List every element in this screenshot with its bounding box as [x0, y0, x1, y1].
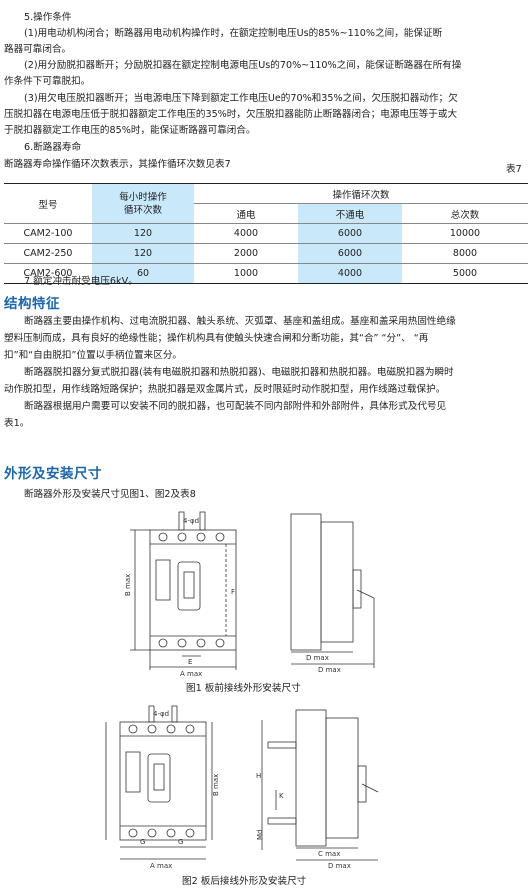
structure-para3-line2: 表1。 [4, 418, 30, 429]
header-per-hour-line2: 循环次数 [123, 204, 162, 216]
cell-per-hour: 60 [92, 263, 194, 284]
dimensions-intro: 断路器外形及安装尺寸见图1、图2及表8 [24, 489, 196, 500]
header-model: 型号 [4, 183, 92, 224]
fig1-label-holes: 4-φd [183, 517, 199, 525]
section7-text: 7.额定冲击耐受电压6kV。 [24, 276, 138, 287]
table7: 型号 每小时操作 循环次数 操作循环次数 通电 不通电 总次数 CAM2-100… [4, 183, 528, 284]
cell-per-hour: 120 [92, 243, 194, 264]
header-per-hour: 每小时操作 循环次数 [92, 183, 194, 224]
cell-deenergized: 4000 [298, 263, 402, 284]
table-row: CAM2-100 120 4000 6000 10000 [4, 223, 528, 244]
structure-para2-line1: 断路器脱扣器分复式脱扣器(装有电磁脱扣器和热脱扣器)、电磁脱扣器和热脱扣器。电磁… [24, 367, 454, 378]
structure-para1-line1: 断路器主要由操作机构、过电流脱扣器、触头系统、灭弧罩、基座和盖组成。基座和盖采用… [24, 316, 456, 327]
section5-item3-line3: 于脱扣器额定工作电压的85%时，能保证断路器可靠闭合。 [4, 125, 256, 136]
table-row: CAM2-600 60 1000 4000 5000 [4, 263, 528, 284]
fig2-label-g2: G [178, 838, 183, 846]
header-energized: 通电 [194, 203, 298, 224]
header-per-hour-line1: 每小时操作 [119, 191, 167, 203]
fig2-label-c-max: C max [318, 850, 340, 858]
cell-model: CAM2-250 [4, 243, 92, 264]
fig1-label-b-max: B max [124, 574, 132, 596]
section5-title: 5.操作条件 [24, 12, 72, 23]
fig2-label-b-max: B max [212, 774, 220, 796]
fig1-label-d-max2: D max [318, 666, 341, 674]
cell-deenergized: 6000 [298, 243, 402, 264]
figure1-caption: 图1 板前接线外形安装尺寸 [186, 683, 301, 694]
structure-para1-line2: 塑料压制而成，具有良好的绝缘性能；操作机构具有使触头快速合闸和分断功能，其“合”… [4, 333, 429, 344]
cell-energized: 1000 [233, 268, 259, 279]
figure1-drawing: 4-φd B max F E A max D max D max [124, 511, 375, 678]
cell-total: 5000 [452, 268, 478, 279]
section5-item3-line1: (3)用欠电压脱扣器断开；当电源电压下降到额定工作电压Ue的70%和35%之间，… [24, 93, 458, 104]
fig1-label-d-max: D max [306, 654, 329, 662]
section6-title: 6.断路器寿命 [24, 142, 82, 153]
structure-para1-line3: 扣”和“自由脱扣”位置以手柄位置来区分。 [4, 350, 183, 361]
cell-total: 8000 [402, 243, 528, 264]
structure-heading: 结构特征 [4, 296, 60, 312]
fig2-label-md: Md [256, 830, 264, 840]
section6-intro: 断路器寿命操作循环次数表示，其操作循环次数见表7 [4, 159, 231, 170]
cell-model: CAM2-600 [23, 268, 73, 279]
section5-item3-line2: 压脱扣器在电源电压低于脱扣器额定工作电压的35%时，欠压脱扣器能防止断路器闭合；… [4, 109, 458, 120]
fig1-label-e: E [188, 658, 192, 666]
section5-item2-line1: (2)用分励脱扣器断开；分励脱扣器在额定控制电源电压Us的70%~110%之间，… [24, 60, 462, 71]
header-total: 总次数 [402, 203, 528, 224]
cell-energized: 4000 [194, 223, 298, 244]
fig1-label-a-max: A max [180, 670, 202, 678]
fig2-label-h: H [256, 772, 261, 780]
section5-item1-line1: (1)用电动机构闭合；断路器用电动机构操作时，在额定控制电压Us的85%~110… [24, 28, 443, 39]
cell-energized: 2000 [194, 243, 298, 264]
section5-item2-line2: 作条件下可靠脱扣。 [4, 76, 91, 87]
fig2-label-k: K [279, 792, 284, 800]
header-cycles: 操作循环次数 [194, 183, 528, 204]
table-row: CAM2-250 120 2000 6000 8000 [4, 243, 528, 264]
cell-per-hour: 120 [92, 223, 194, 244]
header-deenergized: 不通电 [298, 203, 402, 224]
table7-label: 表7 [506, 164, 522, 175]
figure2-drawing: 4-φd B max H K Md G G A max C max D max [105, 705, 379, 870]
fig1-label-f: F [231, 588, 235, 596]
fig2-label-g1: G [140, 838, 145, 846]
fig2-label-a-max: A max [150, 862, 172, 870]
fig2-label-d-max: D max [328, 862, 351, 870]
section5-item1-line2: 路器可靠闭合。 [4, 44, 72, 55]
cell-deenergized: 6000 [298, 223, 402, 244]
structure-para3-line1: 断路器根据用户需要可以安装不同的脱扣器，也可配装不同内部附件和外部附件，具体形式… [24, 401, 447, 412]
fig2-label-holes: 4-φd [153, 710, 169, 718]
cell-total: 10000 [402, 223, 528, 244]
cell-model: CAM2-100 [4, 223, 92, 244]
figure2-caption: 图2 板后接线外形及安装尺寸 [182, 876, 307, 887]
dimensions-heading: 外形及安装尺寸 [4, 466, 102, 482]
structure-para2-line2: 动作脱扣型，用作线路短路保护；热脱扣器是双金属片式，反时限延时动作脱扣型，用作线… [4, 384, 446, 395]
